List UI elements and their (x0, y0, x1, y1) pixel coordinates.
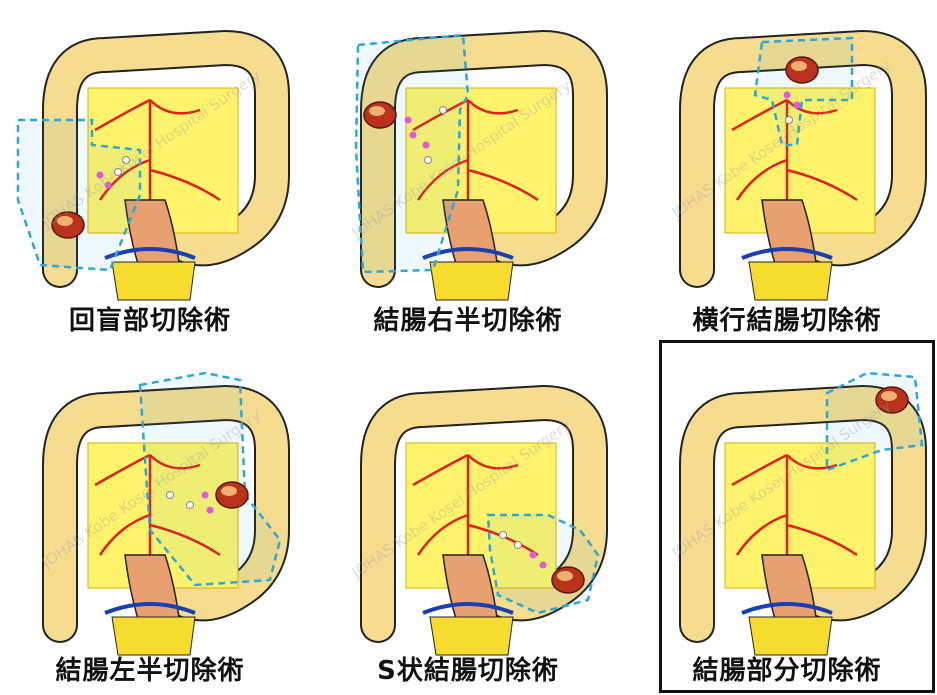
colon-diagram-sigmoidectomy (318, 355, 628, 695)
colon-diagram-left-hemicolectomy (0, 355, 310, 695)
tumor (216, 482, 248, 508)
procedure-label: S状結腸切除術 (318, 650, 618, 687)
tumor (786, 57, 818, 83)
tumor (364, 102, 396, 128)
procedure-label: 結腸左半切除術 (0, 650, 300, 687)
procedure-label: 回盲部切除術 (0, 300, 300, 337)
colon-diagram-transverse-colectomy (637, 0, 937, 340)
procedure-panel-transverse-colectomy: 横行結腸切除術 (637, 0, 937, 340)
procedure-label: 横行結腸切除術 (637, 300, 937, 337)
procedure-panel-right-hemicolectomy: 結腸右半切除術 (318, 0, 618, 340)
selected-procedure-frame (659, 340, 935, 693)
procedure-panel-sigmoidectomy: S状結腸切除術 (318, 355, 618, 695)
tumor (52, 212, 84, 238)
procedure-panel-ileocecal: 回盲部切除術 (0, 0, 300, 340)
procedure-label: 結腸右半切除術 (318, 300, 618, 337)
colon-diagram-right-hemicolectomy (318, 0, 628, 340)
colon-diagram-ileocecal (0, 0, 310, 340)
tumor (552, 567, 584, 593)
procedure-panel-left-hemicolectomy: 結腸左半切除術 (0, 355, 300, 695)
